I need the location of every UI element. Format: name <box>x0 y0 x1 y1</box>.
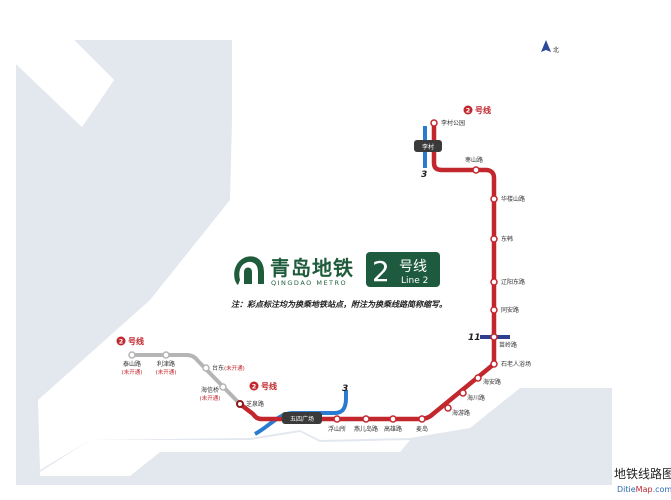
transfer-wusi[interactable]: 五四广场 <box>282 412 322 424</box>
station-tongan[interactable]: 同安路 <box>490 306 519 314</box>
svg-text:2: 2 <box>466 107 471 115</box>
station-shilaoren[interactable]: 石老人浴场 <box>490 360 531 368</box>
watermark-cn: 地铁线路图 <box>614 466 671 481</box>
transfer-licun[interactable]: 李村 <box>414 140 442 152</box>
station-donghan[interactable]: 东韩 <box>490 235 513 243</box>
station-label: 同安路 <box>501 306 519 314</box>
station-label: 泰山路 <box>123 360 141 368</box>
station-miaoling[interactable]: 苗岭路 <box>490 333 517 349</box>
station-label: 辽阳东路 <box>501 278 525 286</box>
station-label: 海安路 <box>483 378 501 386</box>
station-haiyou[interactable]: 海游路 <box>444 404 470 417</box>
station-yanerdao[interactable]: 燕儿岛路 <box>354 415 378 433</box>
station-label: 枣山路 <box>465 156 483 164</box>
line-box-cn: 号线 <box>399 259 427 275</box>
station-label: 高雄路 <box>384 425 402 433</box>
station-label: 李村公园 <box>441 119 465 127</box>
station-licun-park[interactable]: 李村公园 <box>430 119 465 127</box>
station-fushansuo[interactable]: 浮山所 <box>328 415 346 433</box>
station-label: 台东 <box>212 364 224 372</box>
station-haichuan[interactable]: 海川路 <box>459 389 485 402</box>
map-note: 注：彩点标注均为换乘地铁站点，附注为换乘线路简称缩写。 <box>231 300 447 309</box>
station-status: (未开通) <box>122 368 143 376</box>
line3-label-south: 3 <box>342 384 348 394</box>
station-label: 海游路 <box>452 409 470 417</box>
north-arrow-icon <box>541 40 551 52</box>
watermark-en: DitieMap.com <box>617 485 671 494</box>
station-label: 苗岭路 <box>499 341 517 349</box>
station-zaoshan[interactable]: 枣山路 <box>465 156 483 174</box>
station-liaoyangdong[interactable]: 辽阳东路 <box>490 278 525 286</box>
line3-label-north: 3 <box>421 170 427 180</box>
station-label: 石老人浴场 <box>501 360 531 368</box>
line2-badge-west: 2 号线 <box>116 336 144 346</box>
line-box-number: 2 <box>372 255 390 288</box>
station-taishan[interactable]: 泰山路 (未开通) <box>122 351 143 376</box>
svg-text:号线: 号线 <box>261 381 277 391</box>
svg-text:号线: 号线 <box>128 336 144 346</box>
station-status: (未开通) <box>200 394 221 402</box>
station-taidong[interactable]: 台东 (未开通) <box>202 364 245 372</box>
station-label: 东韩 <box>501 235 513 243</box>
station-hualoushan[interactable]: 华楼山路 <box>490 195 525 203</box>
station-label: 华楼山路 <box>501 195 525 203</box>
station-haixinqiao[interactable]: 海信桥 (未开通) <box>200 383 227 402</box>
station-status: (未开通) <box>224 364 245 372</box>
station-label: 利津路 <box>157 360 175 368</box>
metro-logo-icon <box>234 256 264 285</box>
line2-badge-north: 2 号线 <box>463 105 491 115</box>
line11-label: 11 <box>468 333 481 343</box>
station-lijin[interactable]: 利津路 (未开通) <box>156 351 177 376</box>
svg-text:号线: 号线 <box>475 105 491 115</box>
water-area-bottom <box>40 432 410 476</box>
line3-segment-wusi <box>254 390 348 436</box>
land-area <box>16 40 612 485</box>
line2-title-box: 2 号线 Line 2 <box>366 252 440 288</box>
north-arrow: 北 <box>541 40 559 54</box>
watermark[interactable]: 地铁线路图 DitieMap.com <box>614 466 671 494</box>
station-label: 麦岛 <box>416 425 428 433</box>
station-maidao[interactable]: 麦岛 <box>416 415 428 433</box>
north-label: 北 <box>553 46 559 54</box>
station-label: 芝泉路 <box>246 400 264 408</box>
station-gaoxiong[interactable]: 高雄路 <box>384 415 402 433</box>
station-label: 浮山所 <box>328 425 346 433</box>
qingdao-metro-logo: 青岛地铁 QINGDAO METRO <box>234 256 354 287</box>
svg-text:2: 2 <box>252 383 257 391</box>
svg-text:2: 2 <box>119 338 124 346</box>
station-label: 海信桥 <box>201 386 219 394</box>
land-area-bottom-right <box>400 388 612 485</box>
land-area-upper-notch <box>16 40 114 127</box>
line2-unopened-segment <box>132 353 242 406</box>
station-label: 燕儿岛路 <box>354 425 378 433</box>
line2-badge-south: 2 号线 <box>249 381 277 391</box>
logo-title-cn: 青岛地铁 <box>270 256 354 280</box>
station-zhiquan[interactable]: 芝泉路 <box>236 400 264 408</box>
station-label: 海川路 <box>467 394 485 402</box>
transfer-wusi-label: 五四广场 <box>290 415 314 423</box>
line-box-en: Line 2 <box>401 276 428 286</box>
station-haian[interactable]: 海安路 <box>474 374 501 386</box>
logo-title-en: QINGDAO METRO <box>271 279 347 287</box>
station-status: (未开通) <box>156 368 177 376</box>
transfer-licun-label: 李村 <box>422 143 434 151</box>
